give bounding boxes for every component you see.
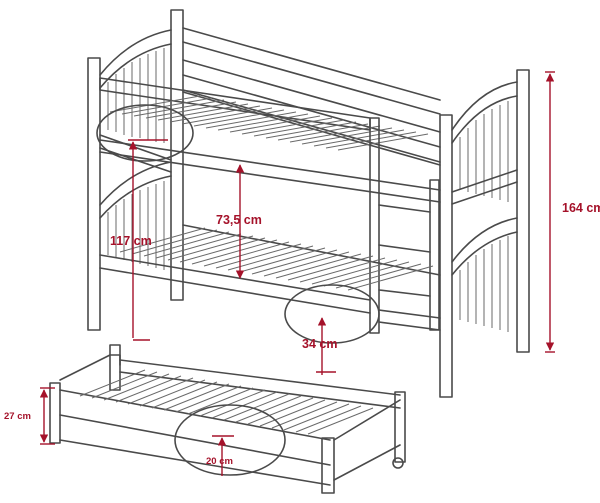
dimension-gap-between-beds: 73,5 cm [216,213,262,227]
right-headboard [439,81,518,398]
dimension-height-lower-top: 117 cm [110,234,152,248]
back-frame [170,9,530,353]
left-headboard [87,29,172,331]
dimension-trundle-slat-spacing: 20 cm [206,456,233,467]
dimension-lines [39,71,555,476]
dimension-height-total: 164 cm [562,201,600,215]
trundle-drawer [49,344,406,494]
dimension-trundle-height: 27 cm [4,411,31,422]
dimension-slat-spacing-lower: 34 cm [302,337,338,351]
upper-bed [99,77,441,334]
detail-circles [96,104,380,476]
lower-bed [99,224,441,331]
